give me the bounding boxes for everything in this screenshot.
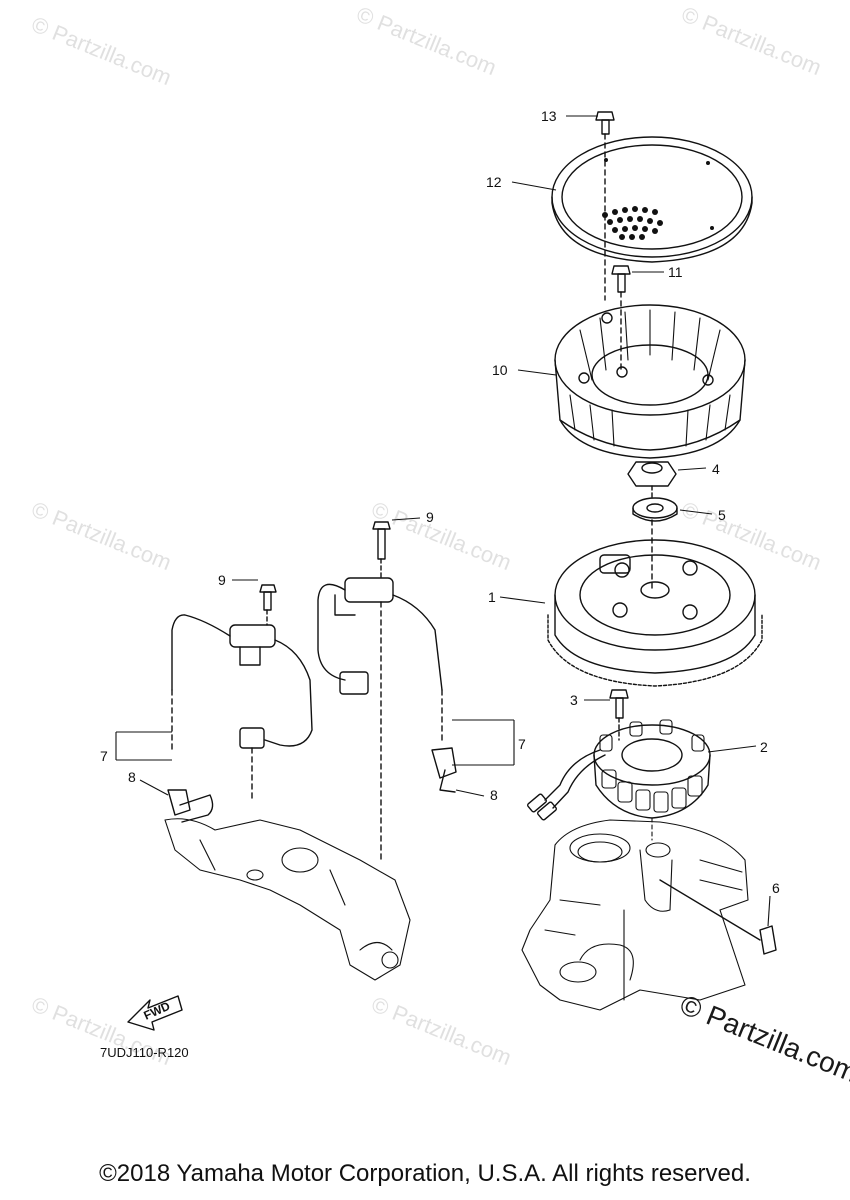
flywheel-1 [547, 539, 763, 687]
callout-labels: 13 12 11 10 4 5 1 3 2 6 7 8 7 8 9 9 [100, 108, 780, 896]
bolt-13 [595, 111, 615, 301]
watermark-5: © Partzilla.com [368, 496, 515, 575]
bolt-11 [611, 265, 631, 371]
fwd-label: FWD [142, 999, 173, 1023]
engine-block [521, 817, 749, 1011]
callout-12: 12 [486, 174, 502, 190]
flywheel-cover-12 [551, 136, 753, 263]
callout-13: 13 [541, 108, 557, 124]
watermark-1: © Partzilla.com [28, 11, 175, 90]
fan-rotor-10 [554, 304, 746, 459]
callout-9-right: 9 [426, 509, 434, 525]
bolt-3 [609, 689, 629, 741]
callout-10: 10 [492, 362, 508, 378]
callout-6: 6 [772, 880, 780, 896]
watermark-4: © Partzilla.com [28, 496, 175, 575]
watermark-group: © Partzilla.com © Partzilla.com © Partzi… [28, 1, 850, 1088]
callout-4: 4 [712, 461, 720, 477]
callout-1: 1 [488, 589, 496, 605]
watermark-2: © Partzilla.com [353, 1, 500, 80]
watermark-8: © Partzilla.com [368, 991, 515, 1070]
callout-8-left: 8 [128, 769, 136, 785]
callout-11: 11 [668, 264, 683, 280]
copyright-notice: ©2018 Yamaha Motor Corporation, U.S.A. A… [99, 1160, 751, 1187]
engine-bracket [164, 818, 411, 981]
callout-7-right: 7 [518, 736, 526, 752]
callout-9-left: 9 [218, 572, 226, 588]
key-6 [659, 879, 777, 955]
diagram-code: 7UDJ110-R120 [100, 1045, 189, 1060]
callout-3: 3 [570, 692, 578, 708]
nut-4 [627, 461, 677, 487]
watermark-large: © Partzilla.com [676, 989, 850, 1088]
fwd-arrow-icon [127, 995, 183, 1031]
washer-5 [632, 497, 678, 522]
watermark-3: © Partzilla.com [678, 1, 825, 80]
leader-lines [115, 115, 771, 927]
callout-8-right: 8 [490, 787, 498, 803]
ignition-coil-left [167, 584, 313, 823]
callout-7-left: 7 [100, 748, 108, 764]
ignition-coil-right [317, 521, 457, 861]
callout-2: 2 [760, 739, 768, 755]
callout-5: 5 [718, 507, 726, 523]
